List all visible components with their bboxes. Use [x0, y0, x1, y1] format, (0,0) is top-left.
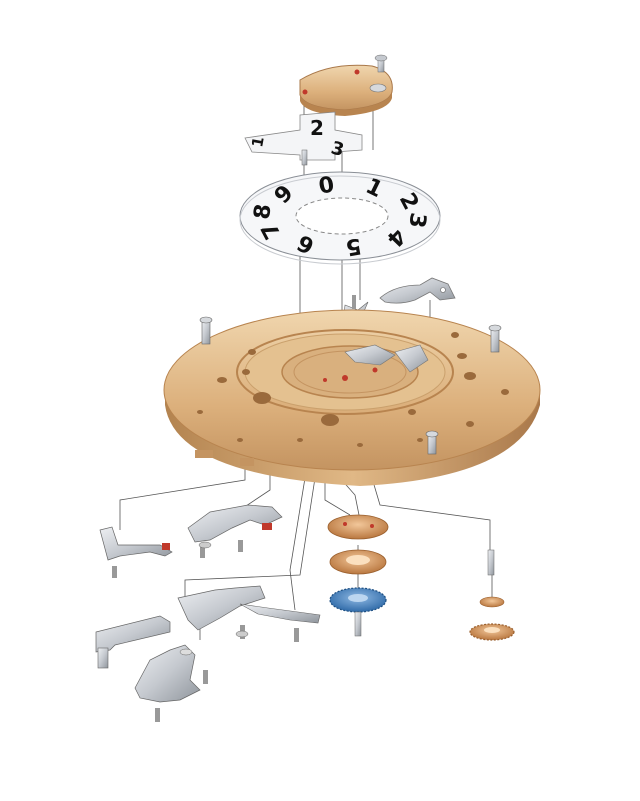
top-bridge	[299, 54, 393, 116]
main-plate	[163, 309, 541, 486]
jewel-icon	[323, 378, 327, 382]
jewel-icon	[354, 69, 360, 75]
bracket-left	[95, 615, 171, 669]
tens-digit: 2	[310, 116, 324, 140]
tens-digit: 1	[248, 135, 268, 148]
disc-digit: 5	[344, 232, 363, 259]
disc-digit: 0	[317, 172, 336, 199]
lever-bottom	[134, 644, 208, 722]
screw-icon	[199, 316, 213, 345]
screw-icon	[425, 430, 439, 455]
jewel-icon	[342, 375, 348, 381]
screw-icon	[488, 324, 502, 353]
tens-digit: 3	[329, 138, 347, 162]
date-jumper	[379, 277, 456, 304]
screw-icon	[301, 149, 308, 166]
disc-digit: 3	[403, 211, 430, 230]
lever-middle-lower	[177, 585, 321, 642]
lever-left	[99, 526, 173, 578]
tens-date-cross: 1 2 3	[244, 111, 363, 166]
disc-digit: 8	[250, 202, 277, 221]
wheel-stack	[327, 514, 389, 637]
jewel-icon	[372, 367, 378, 373]
wheel-right	[469, 549, 515, 641]
lever-middle-upper	[187, 504, 283, 558]
jewel-icon	[302, 89, 308, 95]
